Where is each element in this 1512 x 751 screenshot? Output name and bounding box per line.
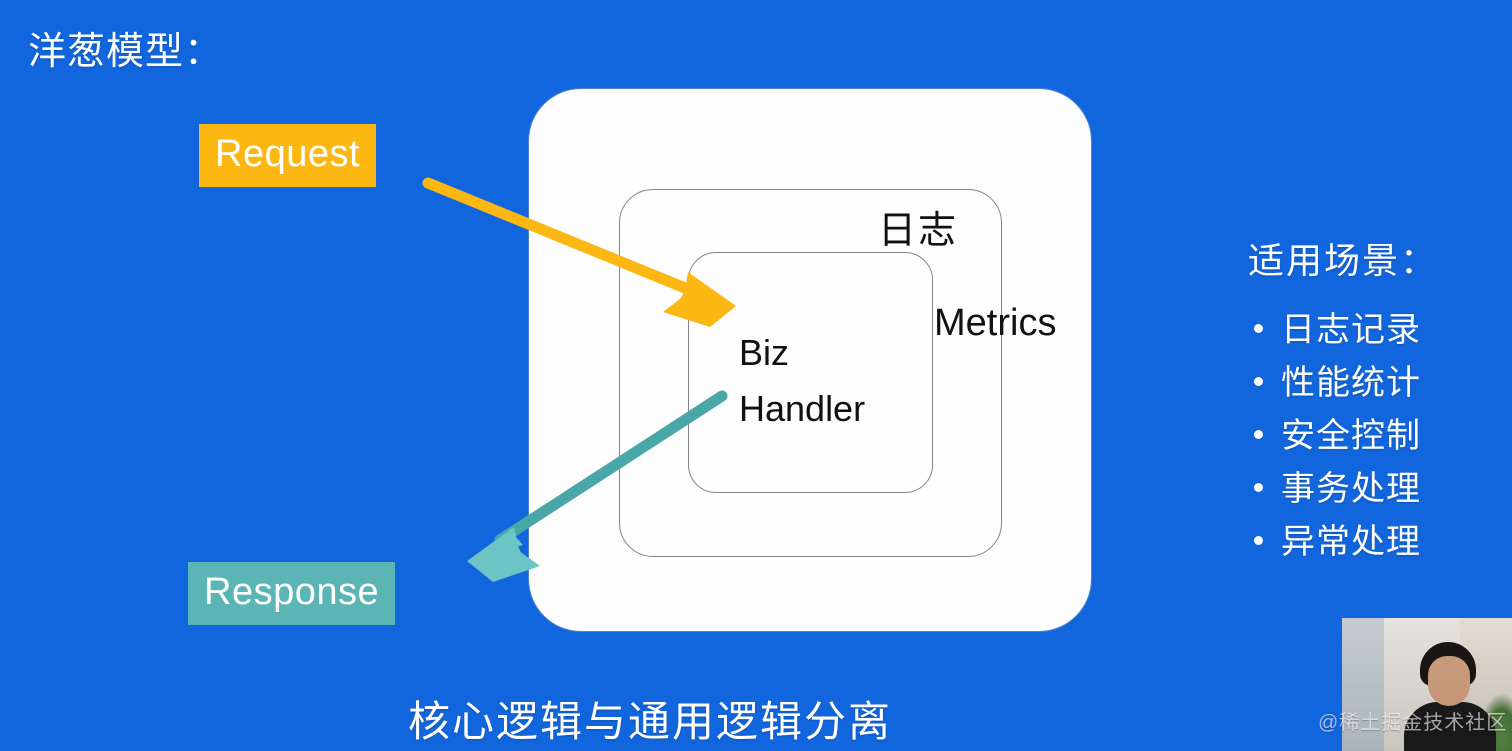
biz-handler-line-1: Biz [739, 332, 790, 373]
layer-label-log: 日志 [878, 210, 959, 252]
list-item: 异常处理 [1248, 514, 1498, 563]
scenario-label: 安全控制 [1281, 417, 1421, 455]
response-label: Response [188, 562, 396, 625]
slide-caption: 核心逻辑与通用逻辑分离 [407, 698, 892, 745]
request-label: Request [199, 124, 377, 187]
list-item: 安全控制 [1248, 408, 1498, 457]
onion-layer-inner: Biz Handler [688, 252, 933, 493]
scenarios-heading: 适用场景： [1248, 240, 1439, 281]
onion-layer-middle: Metrics Biz Handler [619, 189, 1056, 557]
onion-layer-outer: 日志 Metrics Biz Handler [529, 89, 1091, 631]
page-title: 洋葱模型： [28, 31, 224, 73]
layer-label-metrics: Metrics [934, 302, 1057, 344]
webcam-vignette [1342, 618, 1512, 751]
webcam-person-body [1404, 702, 1496, 751]
list-item: 日志记录 [1248, 302, 1498, 351]
scenario-label: 性能统计 [1281, 364, 1421, 402]
scenario-label: 异常处理 [1281, 523, 1421, 561]
bullet-icon [1254, 430, 1263, 439]
scenarios-list: 日志记录 性能统计 安全控制 事务处理 异常处理 [1248, 302, 1498, 563]
watermark: @稀土掘金技术社区 [1318, 712, 1508, 734]
bullet-icon [1254, 536, 1263, 545]
bullet-icon [1254, 377, 1263, 386]
list-item: 性能统计 [1248, 355, 1498, 404]
scenario-label: 事务处理 [1281, 470, 1421, 508]
biz-handler-line-2: Handler [739, 387, 866, 429]
webcam-person-face [1428, 656, 1470, 706]
bullet-icon [1254, 324, 1263, 333]
webcam-overlay [1342, 618, 1512, 751]
webcam-background-left [1342, 618, 1384, 751]
bullet-icon [1254, 483, 1263, 492]
scenarios-panel: 适用场景： 日志记录 性能统计 安全控制 事务处理 异常处理 [1248, 232, 1498, 567]
scenario-label: 日志记录 [1281, 311, 1421, 349]
list-item: 事务处理 [1248, 461, 1498, 510]
layer-label-biz-handler: Biz Handler [739, 325, 865, 437]
